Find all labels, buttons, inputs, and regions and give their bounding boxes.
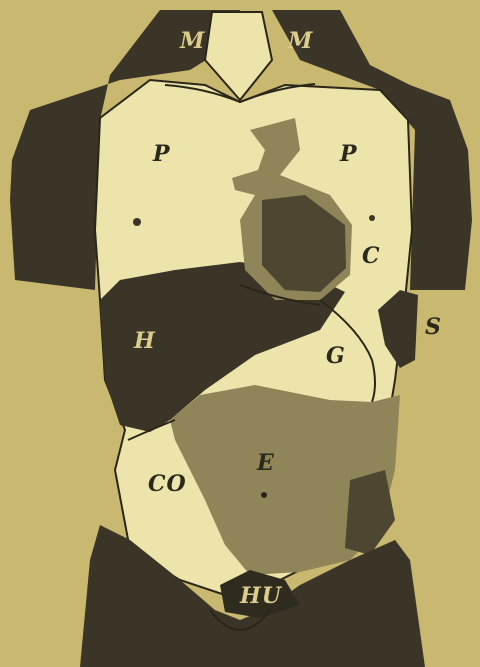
label-h: H: [134, 330, 156, 352]
left-nipple: [133, 218, 141, 226]
label-m-right: M: [288, 30, 313, 52]
label-p-right: P: [340, 143, 358, 165]
label-hu: HU: [240, 585, 282, 607]
right-nipple: [369, 215, 375, 221]
label-p-left: P: [153, 143, 171, 165]
label-co: CO: [148, 473, 187, 495]
label-e: E: [257, 452, 275, 474]
label-s: S: [425, 316, 442, 338]
label-c: C: [362, 245, 381, 267]
label-m-left: M: [180, 30, 205, 52]
label-g: G: [326, 345, 346, 367]
navel: [261, 492, 267, 498]
